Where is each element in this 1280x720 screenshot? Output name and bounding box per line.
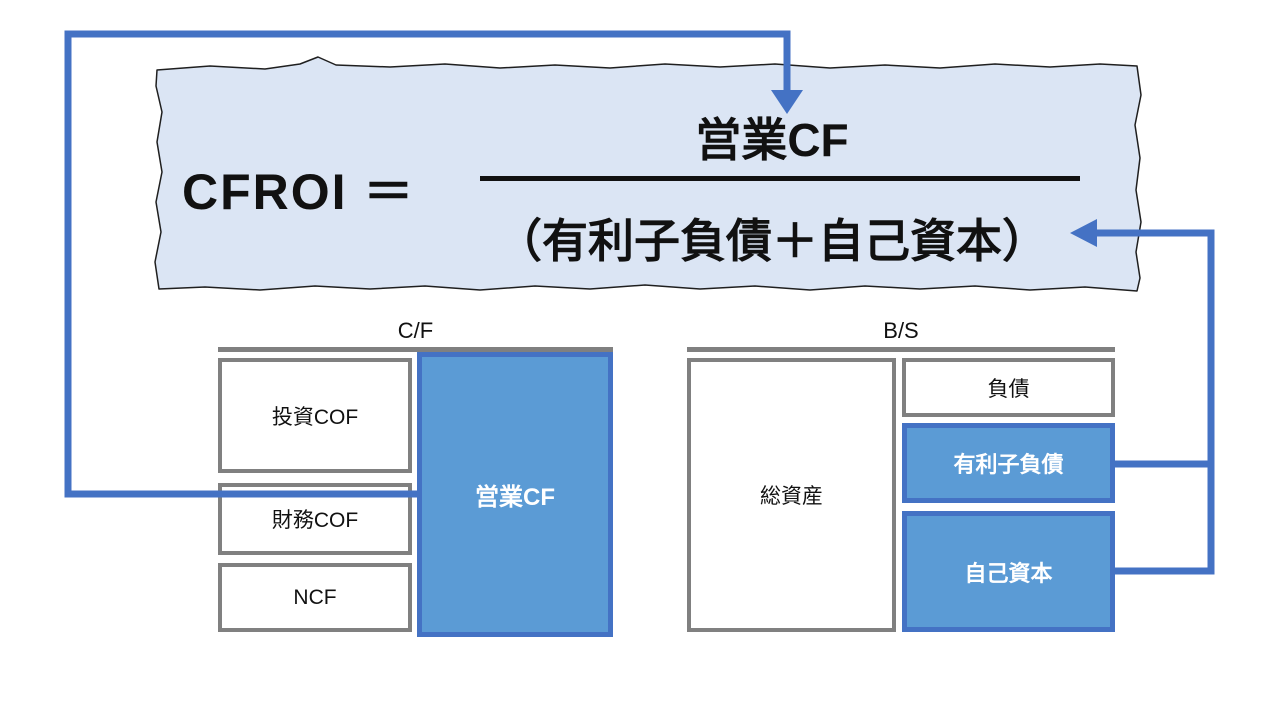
box-operating-cf: 営業CF: [417, 352, 613, 637]
box-interest-bearing-debt: 有利子負債: [902, 423, 1115, 503]
formula-numerator: 営業CF: [695, 114, 849, 166]
bs-header-bar: [687, 347, 1115, 352]
box-finance-cof: 財務COF: [218, 483, 412, 555]
formula-lhs: CFROI ＝: [182, 164, 416, 220]
box-equity: 自己資本: [902, 511, 1115, 632]
fraction-bar: [480, 176, 1080, 181]
box-total-assets: 総資産: [687, 358, 896, 632]
bs-section-label: B/S: [883, 318, 919, 343]
cf-section-label: C/F: [397, 318, 434, 343]
formula-denominator: （有利子負債＋自己資本）: [496, 215, 1048, 267]
box-ncf: NCF: [218, 563, 412, 632]
box-invest-cof: 投資COF: [218, 358, 412, 473]
box-debt: 負債: [902, 358, 1115, 417]
